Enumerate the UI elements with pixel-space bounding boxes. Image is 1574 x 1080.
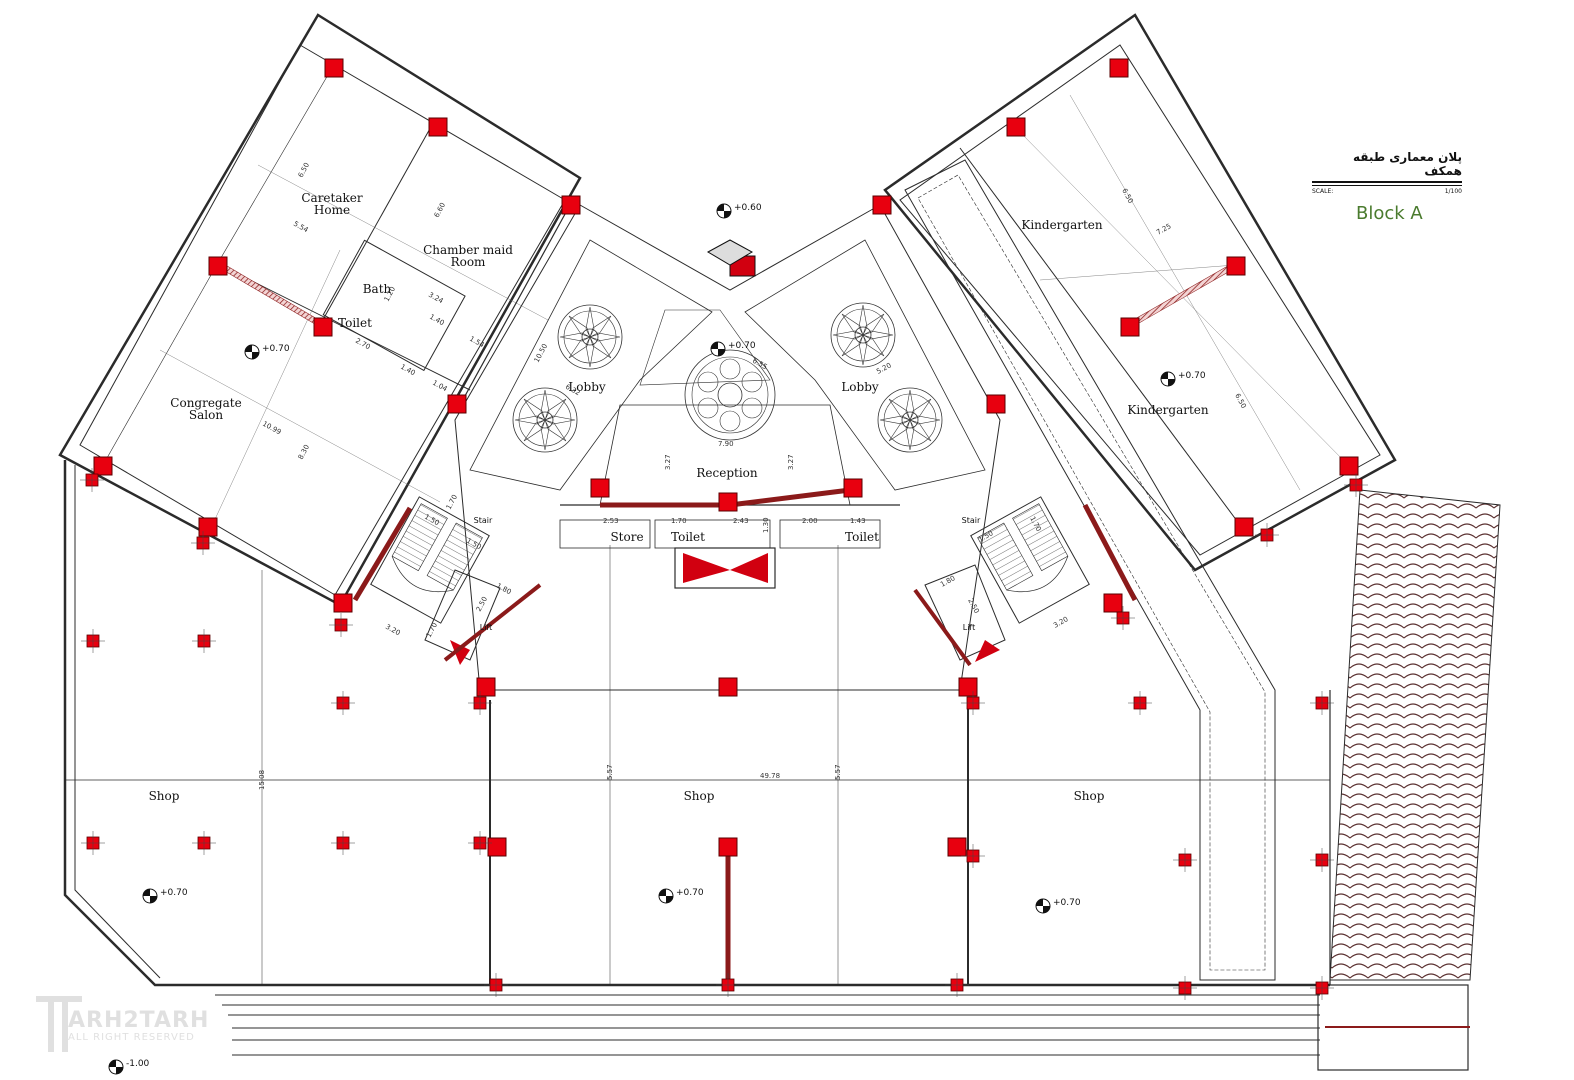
dim-reception-h-right: 3.27 xyxy=(787,454,795,470)
label-stair-right: Stair xyxy=(962,516,981,525)
title-rule xyxy=(1312,181,1462,183)
label-bath: Bath xyxy=(363,282,392,296)
label-toilet-center: Toilet xyxy=(671,530,705,544)
label-chamber-2: Room xyxy=(451,255,486,269)
level-lobby: +0.70 xyxy=(728,341,756,351)
scale-value: 1/100 xyxy=(1444,188,1462,195)
room-labels: Caretaker Home Chamber maid Room Bath To… xyxy=(149,191,1209,803)
ramp xyxy=(1329,489,1501,981)
scale-row: SCALE: 1/100 xyxy=(1312,188,1462,195)
dim-lift-r-1: 1.80 xyxy=(939,574,957,589)
dim-lift-l-2: 2.50 xyxy=(475,595,489,613)
level-markers: +0.60 +0.70 +0.70 +0.70 +0.70 +0.70 +0.7… xyxy=(108,203,1206,1075)
level-shop-left: +0.70 xyxy=(160,888,188,898)
label-toilet-right: Toilet xyxy=(845,530,879,544)
dim-stair-r-3: 3.20 xyxy=(1052,615,1070,630)
label-salon-2: Salon xyxy=(189,408,223,422)
plan-title: پلان معماری طبقه همکف xyxy=(1353,150,1462,178)
level-street: -1.00 xyxy=(126,1059,150,1069)
dim-shop-height-right: 5.57 xyxy=(834,764,842,780)
label-toilet-left-top: Toilet xyxy=(338,316,372,330)
level-kindergarten: +0.70 xyxy=(1178,371,1206,381)
left-wing xyxy=(58,13,582,607)
dim-toilet-d2: 1.54 xyxy=(468,335,486,350)
label-caretaker-1: Caretaker xyxy=(301,191,363,205)
label-shop-center: Shop xyxy=(684,789,715,803)
dim-row-d2: 1.70 xyxy=(671,517,687,525)
watermark-logo-icon xyxy=(36,996,82,1052)
block-title: Block A xyxy=(1356,203,1423,224)
dim-stair-l-2: 1.70 xyxy=(445,493,459,511)
level-entrance: +0.60 xyxy=(734,203,762,213)
title-rule-thin xyxy=(1312,185,1462,186)
dim-row-d1: 2.53 xyxy=(603,517,619,525)
title-block: پلان معماری طبقه همکف SCALE: 1/100 xyxy=(1312,150,1462,195)
dim-kinder-top-h: 6.50 xyxy=(1120,187,1134,205)
label-store: Store xyxy=(610,530,643,544)
dim-row-d6: 1.43 xyxy=(850,517,866,525)
label-kindergarten-top: Kindergarten xyxy=(1021,218,1103,232)
scale-label: SCALE: xyxy=(1312,188,1334,195)
dim-row-d5: 2.00 xyxy=(802,517,818,525)
dim-overall-width: 49.78 xyxy=(760,772,780,780)
dim-kinder-top-w: 7.25 xyxy=(1155,222,1173,237)
dim-shop-height-left: 15.08 xyxy=(258,770,266,790)
dim-row-d4: 1.30 xyxy=(762,517,770,533)
dim-salon-width: 10.99 xyxy=(261,420,282,437)
dim-row-d3: 2.43 xyxy=(733,517,749,525)
label-lobby-left: Lobby xyxy=(568,380,606,394)
label-stair-left: Stair xyxy=(474,516,493,525)
label-chamber-1: Chamber maid xyxy=(423,243,513,257)
label-caretaker-2: Home xyxy=(314,203,350,217)
label-lift-left: Lift xyxy=(480,623,493,632)
dim-caretaker-width: 5.54 xyxy=(292,220,310,235)
dim-lobby-right-d: 6.55 xyxy=(751,357,769,372)
label-lift-right: Lift xyxy=(963,623,976,632)
dim-lift-r-2: 2.50 xyxy=(966,597,980,615)
columns xyxy=(79,58,1369,1001)
dim-reception-width: 7.90 xyxy=(718,440,734,448)
dim-stair-l-4: 3.20 xyxy=(384,623,402,638)
dim-bath-width: 3.24 xyxy=(427,291,445,306)
dim-kinder-bottom-h: 6.50 xyxy=(1233,392,1247,410)
level-shop-center: +0.70 xyxy=(676,888,704,898)
level-salon: +0.70 xyxy=(262,344,290,354)
dim-chamber-height: 6.60 xyxy=(433,201,447,219)
label-reception: Reception xyxy=(696,466,758,480)
label-salon-1: Congregate xyxy=(170,396,241,410)
dim-toilet-d1: 1.40 xyxy=(428,313,446,328)
level-shop-right: +0.70 xyxy=(1053,898,1081,908)
dim-salon-height: 8.30 xyxy=(297,443,311,461)
label-kindergarten-bottom: Kindergarten xyxy=(1127,403,1209,417)
right-wing xyxy=(883,13,1397,981)
watermark-subtitle: ALL RIGHT RESERVED xyxy=(68,1032,195,1043)
dim-reception-h-left: 3.27 xyxy=(664,454,672,470)
watermark-brand: ARH2TARH xyxy=(68,1008,210,1033)
label-shop-left: Shop xyxy=(149,789,180,803)
label-shop-right: Shop xyxy=(1074,789,1105,803)
dim-shop-height-center: 5.57 xyxy=(606,764,614,780)
center-block xyxy=(352,204,1138,691)
dim-caretaker-height: 6.50 xyxy=(297,161,311,179)
label-lobby-right: Lobby xyxy=(841,380,879,394)
watermark: ARH2TARH ALL RIGHT RESERVED xyxy=(30,990,230,1070)
shops xyxy=(63,460,1470,1071)
dim-toilet-d4: 1.04 xyxy=(431,379,449,394)
dim-stair-l-5: 1.70 xyxy=(425,621,439,639)
